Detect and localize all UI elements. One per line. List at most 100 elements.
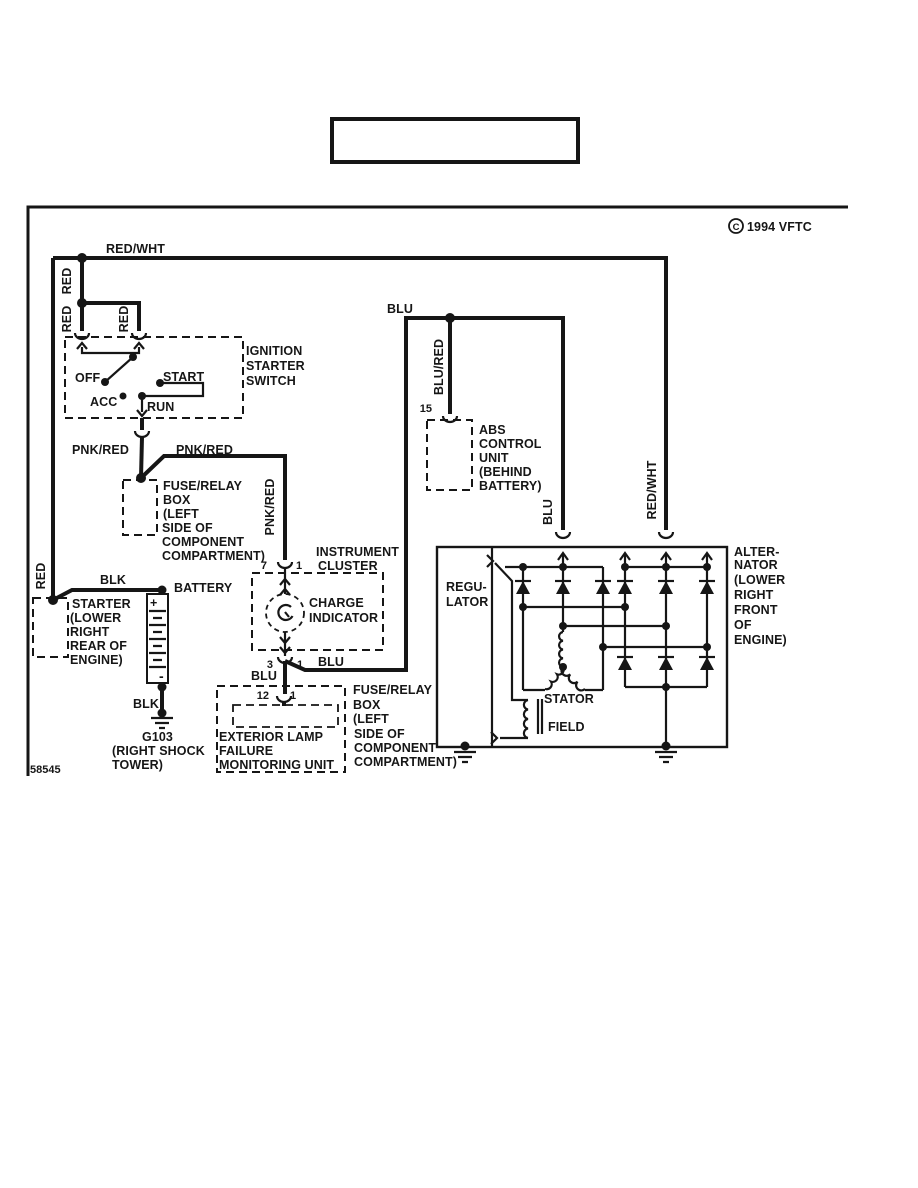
abs-label: UNIT — [479, 451, 509, 465]
battery-minus: - — [159, 668, 164, 684]
connector-run-output — [133, 430, 151, 439]
exterior-lamp-label: FAILURE — [219, 744, 273, 758]
stator-winding — [544, 630, 586, 692]
alternator-label: ENGINE) — [734, 633, 787, 647]
wire-label-red: RED — [60, 268, 74, 295]
switch-lever — [104, 356, 134, 383]
wire-label-blu: BLU — [251, 669, 277, 683]
fuse-relay-right-label: COMPONENT — [354, 741, 436, 755]
battery-label: BATTERY — [174, 581, 233, 595]
connector-cups — [73, 332, 675, 704]
wire-pnk-red-down — [139, 436, 144, 479]
fuse-relay-left-label: FUSE/RELAY — [163, 479, 243, 493]
fuse-relay-box-left: FUSE/RELAY BOX (LEFT SIDE OF COMPONENT C… — [122, 479, 265, 563]
pin-number: 12 — [257, 690, 269, 702]
connector-abs — [441, 415, 459, 424]
alternator-ground-left — [454, 741, 476, 764]
wire-label-blu: BLU — [541, 499, 555, 525]
pin-number: 3 — [267, 659, 273, 671]
diode-icon — [515, 579, 715, 670]
copyright: C 1994 VFTC — [728, 218, 812, 234]
fuse-relay-right-label: FUSE/RELAY — [353, 683, 433, 697]
starter-label: RIGHT — [70, 625, 110, 639]
charge-indicator-lamp-icon — [265, 593, 305, 633]
abs-box — [426, 419, 473, 491]
alternator-ground-right — [655, 741, 677, 764]
abs-label: (BEHIND — [479, 465, 532, 479]
alternator-label: OF — [734, 618, 752, 632]
fuse-relay-right-label: (LEFT — [353, 712, 389, 726]
arrow-down-icon — [279, 636, 291, 655]
fuse-relay-right-label: BOX — [353, 698, 381, 712]
copyright-circle-icon — [728, 218, 744, 234]
pin-number: 1 — [297, 659, 303, 671]
stator-label: STATOR — [544, 692, 594, 706]
battery: + - BATTERY — [146, 581, 233, 684]
position-start: START — [163, 370, 204, 384]
wire-label-blk: BLK — [133, 697, 159, 711]
ignition-starter-switch: OFF ACC START RUN IGNITION STARTER SWITC… — [64, 336, 305, 419]
abs-label: CONTROL — [479, 437, 542, 451]
wire-label-blu-red: BLU/RED — [432, 339, 446, 395]
alternator: REGU- LATOR — [435, 545, 787, 764]
pin-number: 1 — [290, 690, 296, 702]
exterior-lamp-label: EXTERIOR LAMP — [219, 730, 323, 744]
alternator-label: RIGHT — [734, 588, 774, 602]
abs-label: BATTERY) — [479, 479, 542, 493]
arrow-right-icon — [486, 554, 495, 568]
connector-cluster-bottom — [276, 656, 294, 665]
wire-label-red-wht: RED/WHT — [645, 460, 659, 519]
fuse-relay-left-label: COMPARTMENT) — [162, 549, 265, 563]
lamp-filament-icon — [277, 603, 294, 622]
wire-blu-loop — [284, 316, 565, 672]
charge-indicator-label: INDICATOR — [309, 611, 378, 625]
ground-g103-label: G103 — [142, 730, 173, 744]
fuse-relay-box-left-outline — [122, 479, 158, 536]
cluster-label: CLUSTER — [318, 559, 378, 573]
position-acc: ACC — [90, 395, 117, 409]
fuse-relay-left-label: BOX — [163, 493, 191, 507]
wire-label-blk: BLK — [100, 573, 126, 587]
title-box-border — [330, 117, 580, 164]
wire-label-pnk-red: PNK/RED — [176, 443, 233, 457]
arrow-up-icon — [133, 341, 145, 350]
fuse-relay-box-right: FUSE/RELAY BOX (LEFT SIDE OF COMPONENT C… — [353, 683, 457, 769]
connector-alt-red-wht — [657, 531, 675, 540]
alternator-label: FRONT — [734, 603, 778, 617]
fuse-relay-right-label: COMPARTMENT) — [354, 755, 457, 769]
alternator-input-arrows — [557, 551, 713, 567]
field-label: FIELD — [548, 720, 585, 734]
pin-number: 15 — [420, 403, 432, 415]
junction-dots — [48, 253, 455, 692]
wire-label-red: RED — [117, 306, 131, 333]
fuse-relay-left-label: (LEFT — [163, 507, 199, 521]
regulator-label: LATOR — [446, 595, 488, 609]
exterior-lamp-unit-box — [216, 685, 346, 773]
battery-plates — [149, 609, 166, 669]
wire-label-red: RED — [60, 306, 74, 333]
arrow-right-icon — [490, 731, 499, 745]
alternator-box — [435, 545, 729, 749]
wire-label-red: RED — [34, 563, 48, 590]
wire-red-wht — [53, 256, 668, 530]
copyright-text: 1994 VFTC — [747, 220, 812, 234]
abs-label: ABS — [479, 423, 506, 437]
wire-label-blu: BLU — [318, 655, 344, 669]
ground-g103-label: (RIGHT SHOCK — [112, 744, 205, 758]
connector-ignition-left — [73, 332, 91, 341]
diode-bridge — [515, 579, 715, 670]
fuse-relay-left-label: COMPONENT — [162, 535, 244, 549]
wire-label-blu: BLU — [387, 302, 413, 316]
copyright-c: C — [733, 222, 740, 233]
connector-alt-blu — [554, 531, 572, 540]
ground-icon — [454, 750, 476, 764]
sheet-number: 58545 — [30, 764, 61, 776]
field-winding — [522, 698, 529, 740]
connector-cluster-top — [276, 561, 294, 570]
ignition-switch-label: SWITCH — [246, 374, 296, 388]
position-off: OFF — [75, 371, 101, 385]
charge-indicator-label: CHARGE — [309, 596, 364, 610]
ignition-switch-label: STARTER — [246, 359, 305, 373]
